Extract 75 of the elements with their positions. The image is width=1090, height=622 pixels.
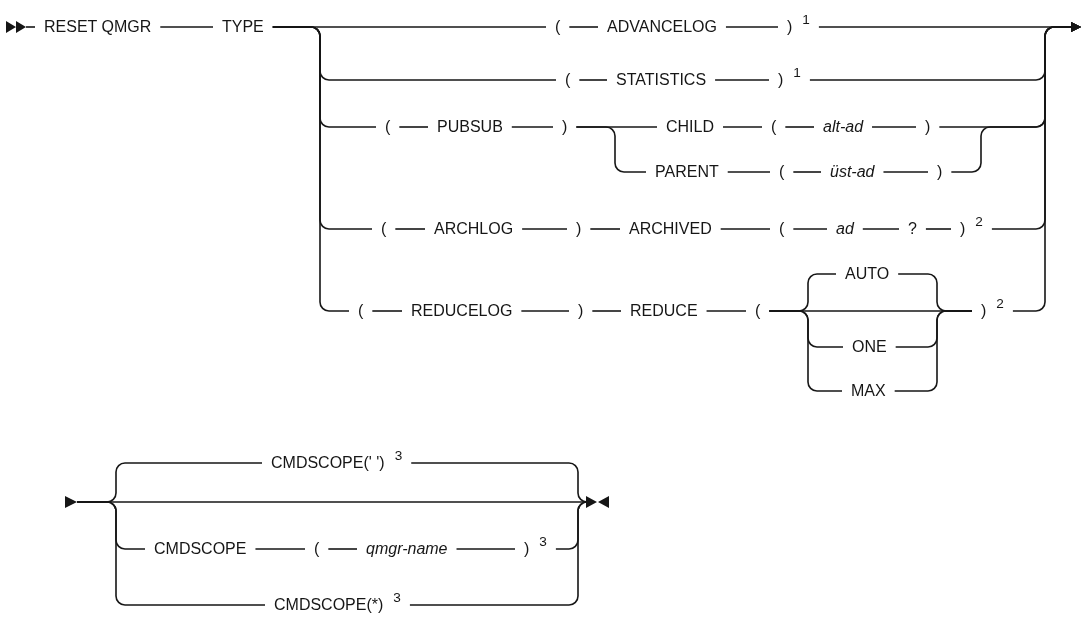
- syntax-symbol: )$^{1}$: [787, 9, 810, 37]
- syntax-symbol: (: [555, 9, 561, 37]
- connector-line: [726, 171, 771, 173]
- connector-line: [725, 26, 779, 28]
- syntax-symbol: (: [314, 531, 320, 559]
- connector-line: [792, 228, 828, 230]
- syntax-keyword: RESET QMGR: [44, 9, 152, 37]
- syntax-keyword: CMDSCOPE: [154, 531, 247, 559]
- connector-line: [394, 228, 426, 230]
- syntax-symbol: )$^{2}$: [981, 293, 1004, 321]
- connector-line: [862, 228, 900, 230]
- syntax-keyword: ARCHIVED: [629, 211, 712, 239]
- connector-line: [722, 126, 763, 128]
- arrow: [1012, 22, 1081, 312]
- syntax-keyword: AUTO: [845, 256, 890, 284]
- syntax-keyword: CMDSCOPE(*)$^{3}$: [274, 587, 401, 615]
- connector-line: [511, 126, 554, 128]
- connector-line: [575, 126, 647, 173]
- syntax-symbol: (: [779, 211, 785, 239]
- connector-line: [520, 310, 570, 312]
- syntax-symbol: )$^{2}$: [960, 211, 983, 239]
- connector-line: [893, 310, 973, 392]
- connector-line: [714, 79, 770, 81]
- connector-line: [591, 310, 622, 312]
- syntax-symbol: ): [562, 109, 568, 137]
- syntax-keyword: STATISTICS: [616, 62, 707, 90]
- syntax-symbol: (: [381, 211, 387, 239]
- connector-line: [521, 228, 568, 230]
- connector-line: [925, 228, 952, 230]
- connector-line: [578, 79, 608, 81]
- connector-line: [882, 171, 929, 173]
- syntax-symbol: ): [937, 154, 943, 182]
- syntax-start-marker: [65, 496, 77, 508]
- syntax-symbol: (: [771, 109, 777, 137]
- connector-line: [327, 548, 358, 550]
- syntax-symbol: (: [755, 293, 761, 321]
- syntax-keyword: ARCHLOG: [434, 211, 514, 239]
- connector-line: [589, 228, 621, 230]
- syntax-keyword: ADVANCELOG: [607, 9, 717, 37]
- connector-line: [398, 126, 429, 128]
- variable-name: üst-ad: [830, 154, 875, 182]
- connector-line: [159, 26, 214, 28]
- syntax-symbol: (: [779, 154, 785, 182]
- connector-line: [371, 310, 403, 312]
- connector-line: [792, 171, 822, 173]
- syntax-symbol: ): [576, 211, 582, 239]
- connector-line: [784, 126, 815, 128]
- syntax-keyword: REDUCELOG: [411, 293, 513, 321]
- connector-line: [705, 310, 747, 312]
- connector-line: [272, 26, 350, 312]
- connector-line: [568, 26, 599, 28]
- connector-line: [254, 548, 306, 550]
- variable-name: qmgr-name: [366, 531, 448, 559]
- syntax-keyword: TYPE: [222, 9, 264, 37]
- syntax-keyword: PUBSUB: [437, 109, 503, 137]
- syntax-symbol: ): [925, 109, 931, 137]
- syntax-symbol: (: [358, 293, 364, 321]
- variable-name: ad: [836, 211, 854, 239]
- syntax-end-marker: [586, 496, 609, 508]
- syntax-keyword: MAX: [851, 373, 886, 401]
- variable-name: alt-ad: [823, 109, 864, 137]
- syntax-symbol: (: [565, 62, 571, 90]
- syntax-keyword: CHILD: [666, 109, 714, 137]
- syntax-keyword: ONE: [852, 329, 887, 357]
- syntax-symbol: ?: [908, 211, 917, 239]
- syntax-symbol: )$^{3}$: [524, 531, 547, 559]
- syntax-symbol: (: [385, 109, 391, 137]
- syntax-keyword: PARENT: [655, 154, 719, 182]
- connector-line: [455, 548, 516, 550]
- connector-line: [871, 126, 917, 128]
- syntax-symbol: ): [578, 293, 584, 321]
- syntax-keyword: REDUCE: [630, 293, 698, 321]
- connector-line: [719, 228, 771, 230]
- syntax-keyword: CMDSCOPE(' ')$^{3}$: [271, 445, 403, 473]
- syntax-symbol: )$^{1}$: [778, 62, 801, 90]
